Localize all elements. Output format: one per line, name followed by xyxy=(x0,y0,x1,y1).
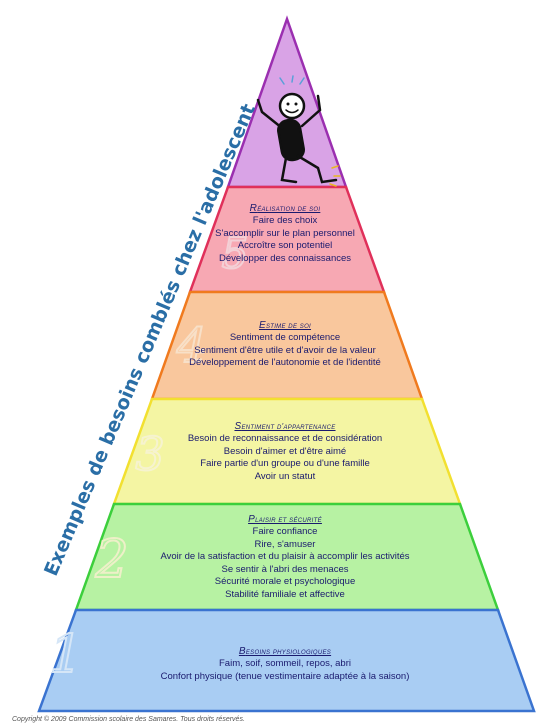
level-5-title: Réalisation de soi xyxy=(249,203,321,214)
level-5-item: Faire des choix xyxy=(252,215,318,226)
level-2-item: Avoir de la satisfaction et du plaisir à… xyxy=(160,551,410,562)
level-2-item: Se sentir à l'abri des menaces xyxy=(221,563,349,575)
level-4-title: Estime de soi xyxy=(258,320,312,331)
level-1-title: Besoins physiologiques xyxy=(238,646,332,657)
level-3-item: Besoin de reconnaissance et de considéra… xyxy=(187,433,383,444)
copyright-notice: Copyright © 2009 Commission scolaire des… xyxy=(12,716,245,723)
level-number-1: 1 xyxy=(49,625,82,685)
level-4-item: Sentiment d'être utile et d'avoir de la … xyxy=(194,344,376,356)
level-2-text: Plaisir et sécurité Faire confiance Rire… xyxy=(60,514,510,601)
level-3-item: Avoir un statut xyxy=(254,470,316,482)
level-3-title: Sentiment d'appartenance xyxy=(234,421,336,432)
level-5-text: Réalisation de soi Faire des choix S'acc… xyxy=(60,203,510,265)
level-number-4: 4 xyxy=(176,318,208,374)
level-5-item: Accroître son potentiel xyxy=(237,240,333,251)
level-number-5: 5 xyxy=(222,229,249,278)
level-2-item: Stabilité familiale et affective xyxy=(225,588,345,600)
level-5-item: Développer des connaissances xyxy=(218,252,352,264)
level-3-item: Faire partie d'un groupe ou d'une famill… xyxy=(200,458,370,469)
pyramid-level-1 xyxy=(37,608,536,713)
level-2-title: Plaisir et sécurité xyxy=(248,514,322,525)
level-3-text: Sentiment d'appartenance Besoin de recon… xyxy=(60,421,510,483)
level-2-item: Faire confiance xyxy=(252,526,318,537)
level-4-text: Estime de soi Sentiment de compétence Se… xyxy=(60,320,510,370)
level-4-item: Sentiment de compétence xyxy=(229,332,341,343)
level-1-item: Confort physique (tenue vestimentaire ad… xyxy=(160,670,410,682)
level-1-text: Besoins physiologiques Faim, soif, somme… xyxy=(60,646,510,683)
happy-figure-icon xyxy=(256,75,341,187)
level-5-item: S'accomplir sur le plan personnel xyxy=(215,227,355,239)
level-2-item: Sécurité morale et psychologique xyxy=(214,576,356,587)
level-number-3: 3 xyxy=(135,427,164,481)
level-1-item: Faim, soif, sommeil, repos, abri xyxy=(219,658,351,669)
level-2-item: Rire, s'amuser xyxy=(254,538,316,550)
level-3-item: Besoin d'aimer et d'être aimé xyxy=(223,445,347,457)
level-number-2: 2 xyxy=(94,530,128,590)
level-4-item: Développement de l'autonomie et de l'ide… xyxy=(189,357,381,368)
